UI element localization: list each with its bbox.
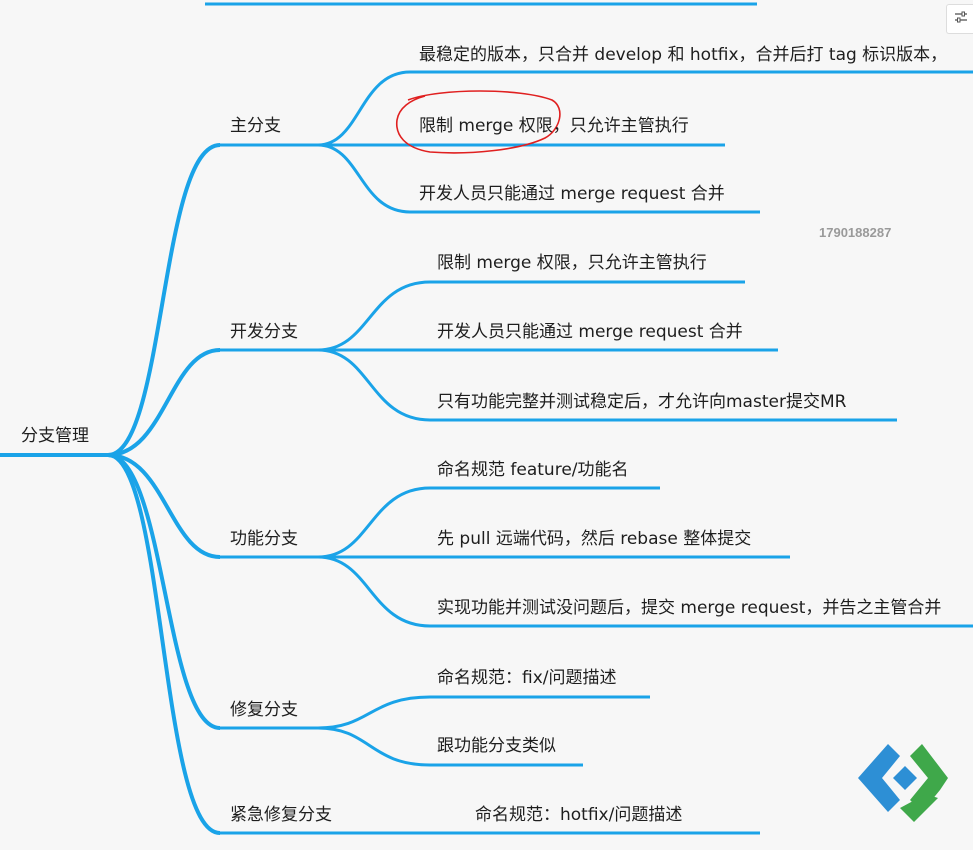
develop-child-1[interactable]: 限制 merge 权限，只允许主管执行 (437, 253, 707, 273)
branch-hotfix-label[interactable]: 紧急修复分支 (230, 805, 332, 825)
feature-child-3[interactable]: 实现功能并测试没问题后，提交 merge request，并告之主管合并 (437, 598, 942, 618)
connector-root-develop (107, 348, 221, 457)
connector-develop-1 (317, 280, 745, 352)
branch-fix-label[interactable]: 修复分支 (230, 700, 298, 720)
annotation-circle (396, 90, 561, 154)
hotfix-child-1[interactable]: 命名规范：hotfix/问题描述 (475, 805, 683, 825)
watermark-text: 1790188287 (819, 225, 892, 240)
main-child-3[interactable]: 开发人员只能通过 merge request 合并 (419, 184, 725, 204)
root-node-label[interactable]: 分支管理 (21, 426, 89, 446)
connector-root-fix (107, 453, 221, 730)
feature-child-2[interactable]: 先 pull 远端代码，然后 rebase 整体提交 (437, 529, 752, 549)
fix-child-2[interactable]: 跟功能分支类似 (437, 736, 556, 756)
connector-feature-1 (317, 486, 660, 559)
logo-icon (858, 744, 948, 822)
toolbar-button[interactable] (946, 4, 973, 34)
develop-child-3[interactable]: 只有功能完整并测试稳定后，才允许向master提交MR (437, 392, 847, 412)
connector-fix-1 (317, 695, 650, 730)
develop-child-2[interactable]: 开发人员只能通过 merge request 合并 (437, 322, 743, 342)
connector-main-1 (317, 70, 973, 147)
connector-feature-3 (317, 555, 973, 628)
main-child-2[interactable]: 限制 merge 权限，只允许主管执行 (419, 116, 689, 136)
branch-feature-label[interactable]: 功能分支 (230, 529, 298, 549)
connector-root-hotfix (107, 453, 221, 835)
connector-main-3 (317, 143, 760, 214)
main-child-1[interactable]: 最稳定的版本，只合并 develop 和 hotfix，合并后打 tag 标识版… (419, 45, 948, 65)
connector-root-main (107, 143, 221, 457)
connector-fix-2 (317, 726, 583, 767)
connector-develop-3 (317, 348, 897, 422)
branch-develop-label[interactable]: 开发分支 (230, 322, 298, 342)
branch-main-label[interactable]: 主分支 (230, 116, 281, 136)
fix-child-1[interactable]: 命名规范：fix/问题描述 (437, 668, 617, 688)
connector-root-feature (107, 453, 221, 559)
feature-child-1[interactable]: 命名规范 feature/功能名 (437, 460, 629, 480)
sliders-icon (954, 11, 968, 27)
